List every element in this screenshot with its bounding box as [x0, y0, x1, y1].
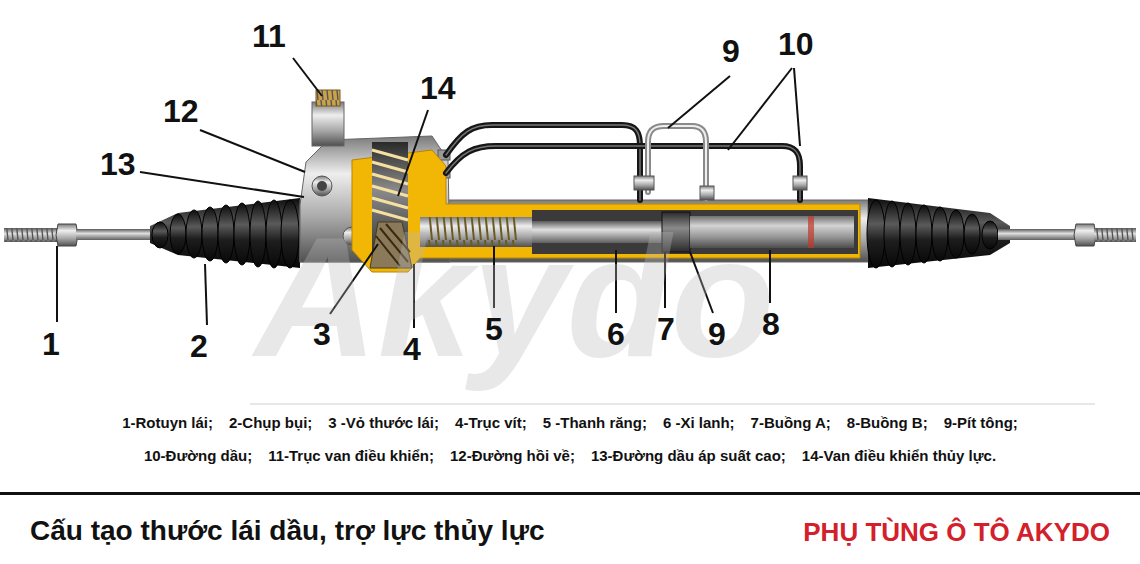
legend-text: 14-Van điều khiển thủy lực.	[802, 447, 996, 465]
callout-number: 12	[163, 95, 199, 127]
callout-number: 9	[722, 35, 740, 67]
callout-number: 1	[42, 328, 60, 360]
callout-number: 2	[190, 330, 208, 362]
right-tie-rod	[998, 224, 1136, 246]
callout-number: 9	[708, 318, 726, 350]
legend-text: 5 -Thanh răng;	[543, 414, 647, 432]
legend-text: 11-Trục van điều khiển;	[268, 447, 434, 465]
callout-number: 10	[778, 28, 814, 60]
callout-number: 14	[420, 72, 456, 104]
legend-text: 10-Đường dầu;	[144, 447, 252, 465]
legend-text: 13-Đường dầu áp suất cao;	[591, 447, 786, 465]
right-boot	[867, 198, 1010, 268]
left-tie-rod	[4, 224, 160, 246]
callout-number: 4	[403, 333, 421, 365]
watermark: Akydo	[255, 212, 775, 382]
callout-number: 8	[762, 308, 780, 340]
legend-text: 9-Pít tông;	[944, 414, 1018, 432]
caption: Cấu tạo thước lái dầu, trợ lực thủy lực	[30, 514, 545, 548]
hydraulic-pipes	[446, 125, 807, 200]
callout-number: 7	[657, 313, 675, 345]
legend-row: 10-Đường dầu; 11-Trục van điều khiển; 12-Đ…	[0, 447, 1140, 465]
callout-number: 5	[485, 313, 503, 345]
brand-name: PHỤ TÙNG Ô TÔ AKYDO	[803, 517, 1110, 548]
footer-rule	[0, 492, 1140, 495]
callout-number: 13	[100, 148, 136, 180]
legend-text: 6 -Xi lanh;	[663, 414, 735, 432]
legend-row: 1-Rotuyn lái; 2-Chụp bụi; 3 -Vỏ thước lái;…	[0, 414, 1140, 432]
legend-text: 1-Rotuyn lái;	[122, 414, 213, 432]
callout-number: 3	[313, 318, 331, 350]
legend-text: 12-Đường hồi về;	[450, 447, 575, 465]
legend-text: 2-Chụp bụi;	[229, 414, 312, 432]
legend-text: 7-Buồng A;	[751, 414, 831, 432]
callout-number: 6	[607, 318, 625, 350]
legend-text: 4-Trục vít;	[455, 414, 527, 432]
legend-rule	[250, 404, 1095, 405]
legend-text: 3 -Vỏ thước lái;	[328, 414, 439, 432]
legend-text: 8-Buồng B;	[847, 414, 928, 432]
callout-number: 11	[252, 20, 286, 52]
